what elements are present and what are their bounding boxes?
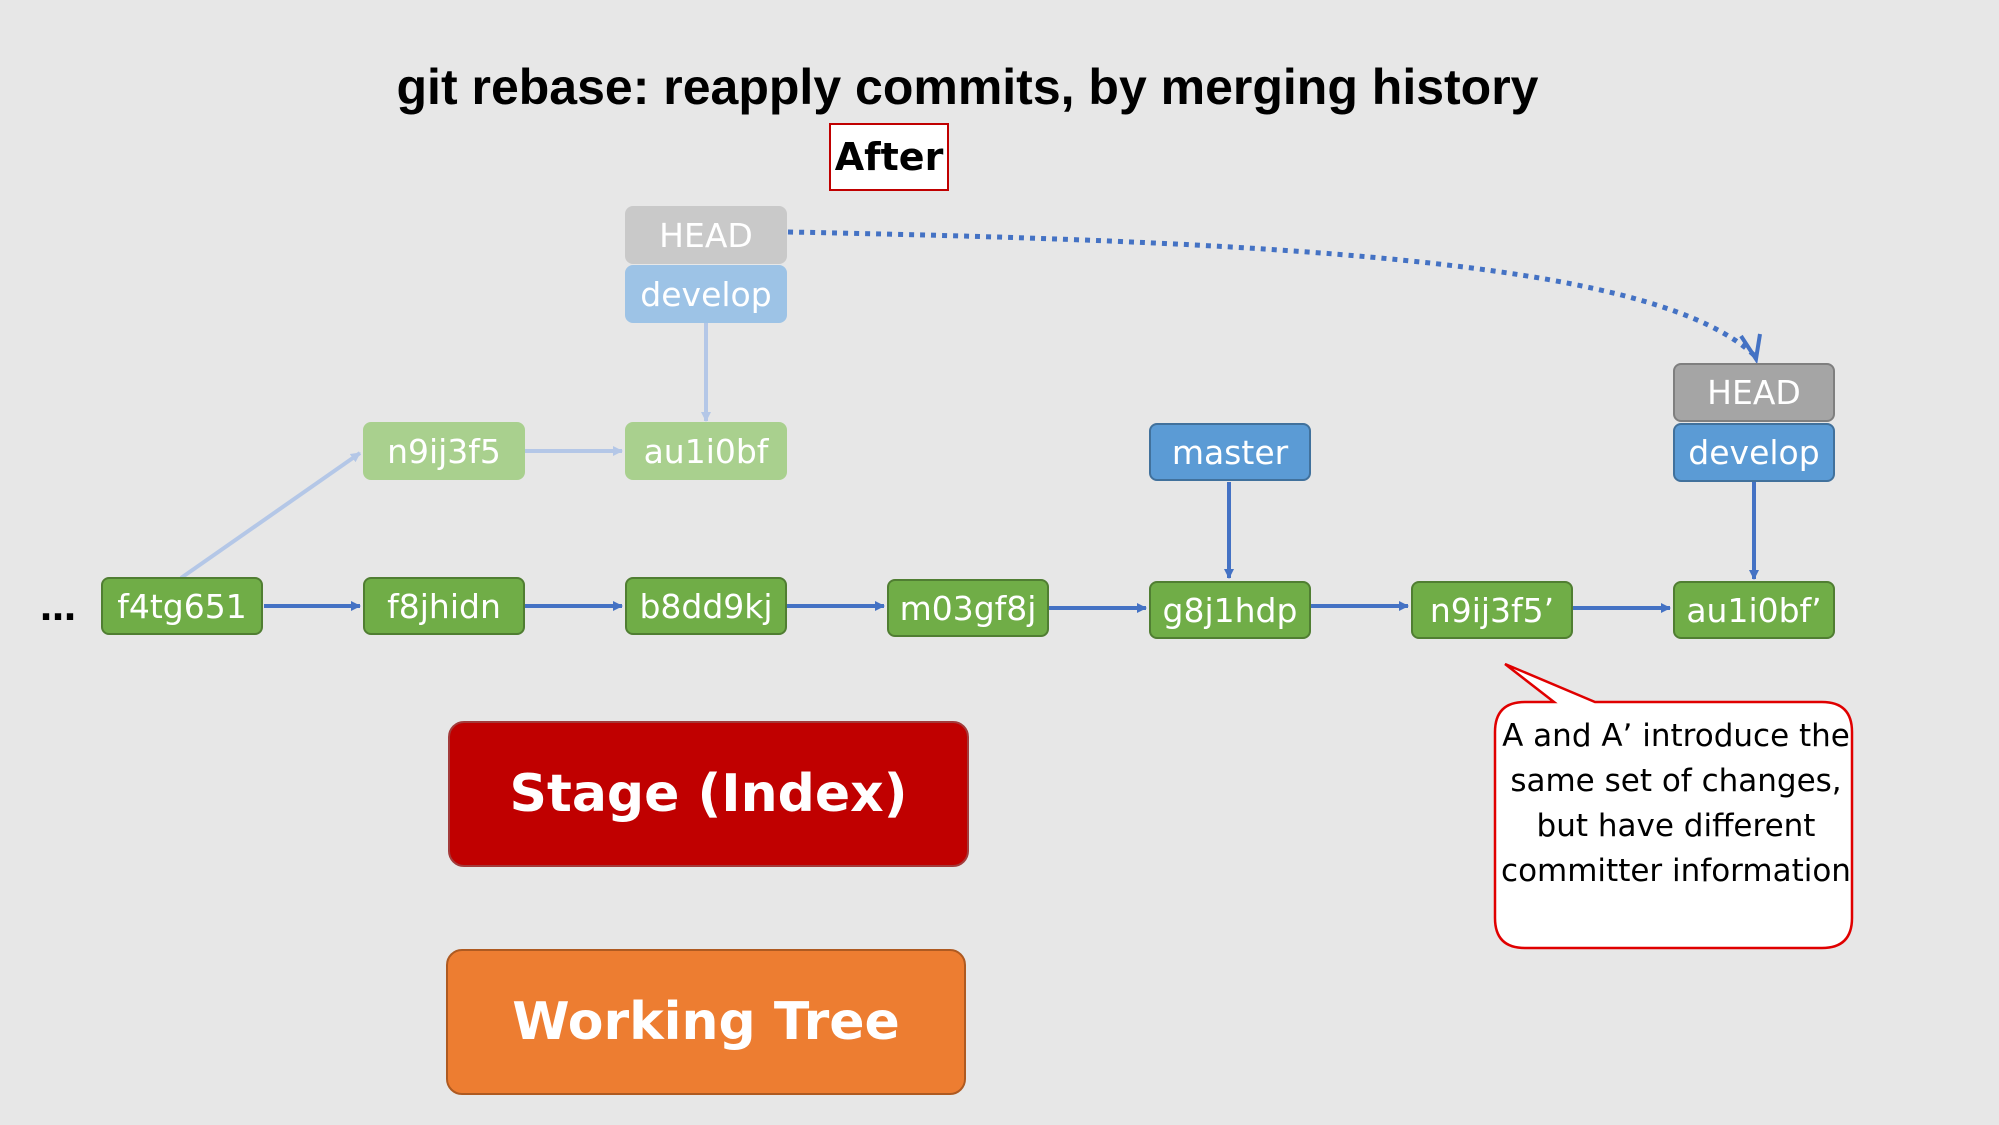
callout-bubble <box>1493 662 1854 950</box>
master-ref: master <box>1149 423 1311 481</box>
old-develop-ref: develop <box>625 265 787 323</box>
old-commit-node-b: au1i0bf <box>625 422 787 480</box>
stage-index-box: Stage (Index) <box>448 721 969 867</box>
commit-node-c2: f8jhidn <box>363 577 525 635</box>
after-label: After <box>829 123 949 191</box>
commit-node-c7: au1i0bf’ <box>1673 581 1835 639</box>
old-head-ref: HEAD <box>625 206 787 264</box>
callout-text: A and A’ introduce the same set of chang… <box>1501 718 1851 889</box>
commit-node-c1: f4tg651 <box>101 577 263 635</box>
commit-node-c4: m03gf8j <box>887 579 1049 637</box>
new-head-ref: HEAD <box>1673 363 1835 422</box>
commit-node-c5: g8j1hdp <box>1149 581 1311 639</box>
commit-node-c3: b8dd9kj <box>625 577 787 635</box>
diagram-title: git rebase: reapply commits, by merging … <box>396 59 1539 115</box>
history-ellipsis: … <box>40 588 76 629</box>
working-tree-box: Working Tree <box>446 949 966 1095</box>
old-commit-node-a: n9ij3f5 <box>363 422 525 480</box>
new-develop-ref: develop <box>1673 423 1835 482</box>
head-move-arrow <box>787 229 1757 358</box>
commit-node-c6: n9ij3f5’ <box>1411 581 1573 639</box>
arrow-c1-old-a <box>179 451 362 580</box>
head-move-arrowhead <box>1739 333 1762 365</box>
